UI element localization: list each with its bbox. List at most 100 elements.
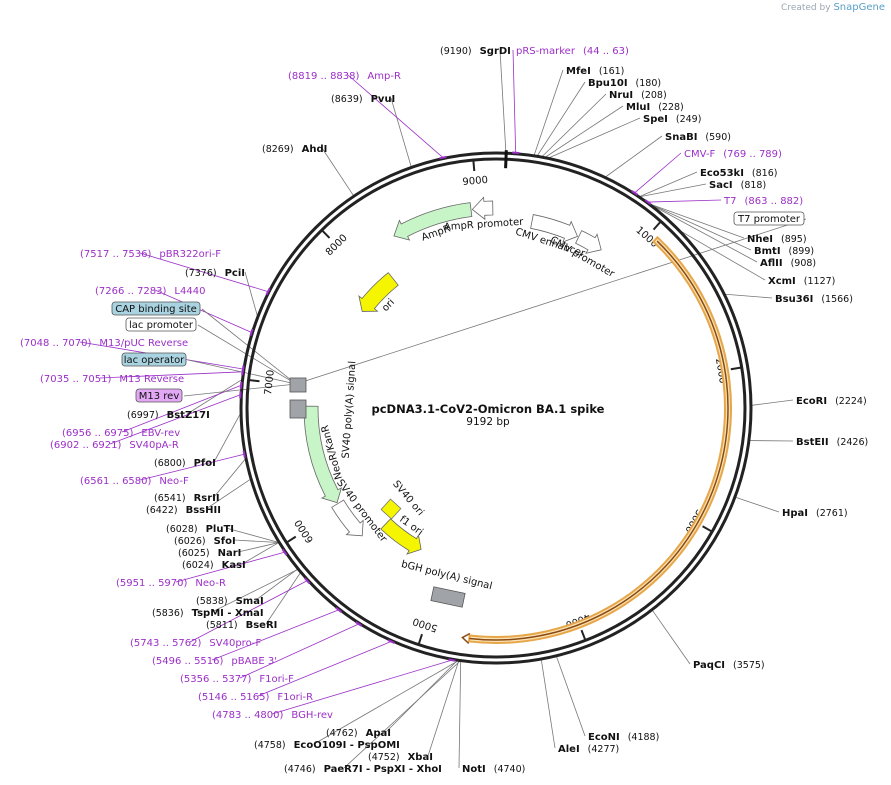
primer-site-amp-r <box>439 155 447 160</box>
enzyme-leader-bsu36i <box>725 293 773 299</box>
primer-site-pbr322ori-f <box>265 288 271 296</box>
enzyme-name: NruI <box>609 90 633 101</box>
enzyme-label-tspmi-xmai: (5836)TspMI - XmaI <box>152 608 264 619</box>
box-label-cap-binding-site: CAP binding site <box>111 301 201 316</box>
primer-pos: (769 .. 789) <box>723 149 782 160</box>
enzyme-leader-sgrdi <box>499 49 507 153</box>
tick-2000 <box>730 366 741 371</box>
box-label-t7-promoter: T7 promoter <box>733 211 805 226</box>
enzyme-label-bstz17i: (6997)BstZ17I <box>127 410 210 421</box>
enzyme-pos: (6026) <box>174 536 206 547</box>
tick-7000 <box>249 379 260 383</box>
enzyme-label-ecoo109i-pspomi: (4758)EcoO109I - PspOMI <box>254 740 400 751</box>
enzyme-pos: (5838) <box>196 596 228 607</box>
enzyme-leader-xbai <box>427 661 459 757</box>
enzyme-leader-ahdi <box>321 147 354 196</box>
primer-pos: (6561 .. 6580) <box>80 476 152 487</box>
enzyme-pos: (4762) <box>326 728 358 739</box>
enzyme-leader-tspmi-xmai <box>211 569 298 613</box>
enzyme-pos: (1566) <box>821 294 853 305</box>
enzyme-leader-nhei <box>651 204 745 239</box>
primer-leader-f1ori-r <box>257 641 392 697</box>
enzyme-name: AflII <box>760 258 783 269</box>
tick-4000 <box>580 629 587 640</box>
box-text: T7 promoter <box>737 214 801 225</box>
enzyme-leader-alei <box>540 659 556 749</box>
enzyme-leader-paer7i-pspxi-xhoi <box>343 661 460 769</box>
primer-label-t7: T7(863 .. 882) <box>723 196 803 207</box>
primer-name: pRS-marker <box>516 46 576 57</box>
primer-name: M13 Reverse <box>119 374 184 385</box>
enzyme-pos: (161) <box>599 66 625 77</box>
box-leader <box>295 218 807 385</box>
enzyme-name: EcoRI <box>796 396 827 407</box>
box-leader <box>183 383 297 397</box>
bgh-polya-label: bGH poly(A) signal <box>400 559 493 592</box>
primer-leader-f1ori-f <box>239 623 359 679</box>
primer-leader-prs-marker <box>512 49 517 153</box>
enzyme-name: NheI <box>747 234 773 245</box>
enzyme-pos: (6800) <box>154 458 186 469</box>
enzyme-pos: (4746) <box>284 764 316 775</box>
box-text: lac promoter <box>129 320 194 331</box>
enzyme-name: BstEII <box>796 437 829 448</box>
primer-pos: (44 .. 63) <box>583 46 629 57</box>
tick-1000 <box>652 221 661 231</box>
enzyme-label-paqci: PaqCI(3575) <box>693 660 765 671</box>
primer-name: pBR322ori-F <box>159 249 221 260</box>
enzyme-leader-noti <box>458 661 462 769</box>
enzyme-leader-sfoi <box>233 539 279 543</box>
enzyme-name: SfoI <box>214 536 236 547</box>
enzyme-leader-pvui <box>390 97 412 167</box>
box-bg <box>125 317 197 332</box>
tick-label-6000: 6000 <box>293 517 316 544</box>
enzyme-label-bsu36i: Bsu36I (1566) <box>775 294 853 305</box>
enzyme-leader-bpu10i <box>537 81 586 156</box>
box-text: CAP binding site <box>115 304 197 315</box>
enzyme-leader-xcmi <box>681 231 766 281</box>
feature-spike-line <box>469 240 729 641</box>
grey-terminator-box <box>289 399 307 419</box>
box-label-lac-operator: lac operator <box>121 352 187 367</box>
primer-pos: (6902 .. 6921) <box>50 440 122 451</box>
enzyme-label-econi: EcoNI(4188) <box>588 732 659 743</box>
primer-name: CMV-F <box>684 149 715 160</box>
primer-label-m13-reverse: (7035 .. 7051)M13 Reverse <box>40 374 184 385</box>
feature-spike-band <box>467 235 732 644</box>
enzyme-pos: (2224) <box>835 396 867 407</box>
enzyme-leader-pfoi <box>213 414 241 463</box>
enzyme-leader-bsshii <box>205 479 251 510</box>
origin-mark <box>504 150 508 169</box>
enzyme-label-xbai: (4752)XbaI <box>368 752 433 763</box>
feature-label-ampr-promoter: AmpR promoter <box>444 217 525 233</box>
enzyme-name: Bsu36I <box>775 294 813 305</box>
enzyme-leader-smai <box>255 569 298 601</box>
primer-leader-m13-reverse <box>99 371 243 379</box>
primer-label-f1ori-r: (5146 .. 5165)F1ori-R <box>198 692 313 703</box>
feature-cmv-enhancer <box>530 214 579 243</box>
enzyme-label-pvui: (8639)PvuI <box>331 94 395 105</box>
primer-label-f1ori-f: (5356 .. 5377) F1ori-F <box>180 674 294 685</box>
enzyme-label-mlui: MluI(228) <box>626 102 684 113</box>
enzyme-label-mfei: MfeI(161) <box>566 66 624 77</box>
box-label-m13-rev: M13 rev <box>135 388 183 403</box>
primer-label-ebv-rev: (6956 .. 6975)EBV-rev <box>62 428 180 439</box>
enzyme-label-pluti: (6028)PluTI <box>166 524 234 535</box>
credit-prefix: Created by <box>781 3 831 13</box>
enzyme-pos: (1127) <box>804 276 836 287</box>
primer-name: BGH-rev <box>291 710 333 721</box>
features <box>303 196 732 644</box>
enzyme-label-apai: (4762)ApaI <box>326 728 391 739</box>
enzyme-pos: (590) <box>705 132 731 143</box>
enzyme-label-paer7i-pspxi-xhoi: (4746)PaeR7I - PspXI - XhoI <box>284 764 442 775</box>
primer-site-l4440 <box>249 328 254 337</box>
enzyme-pos: (7376) <box>185 268 217 279</box>
feature-ori <box>358 272 399 312</box>
primer-name: F1ori-F <box>259 674 294 685</box>
enzyme-name: HpaI <box>782 508 808 519</box>
primer-pos: (5356 .. 5377) <box>180 674 252 685</box>
box-label-lac-promoter: lac promoter <box>125 317 197 332</box>
enzyme-label-alei: AleI(4277) <box>558 744 619 755</box>
primer-site-sv40pro-f <box>303 577 311 584</box>
enzyme-pos: (6025) <box>178 548 210 559</box>
